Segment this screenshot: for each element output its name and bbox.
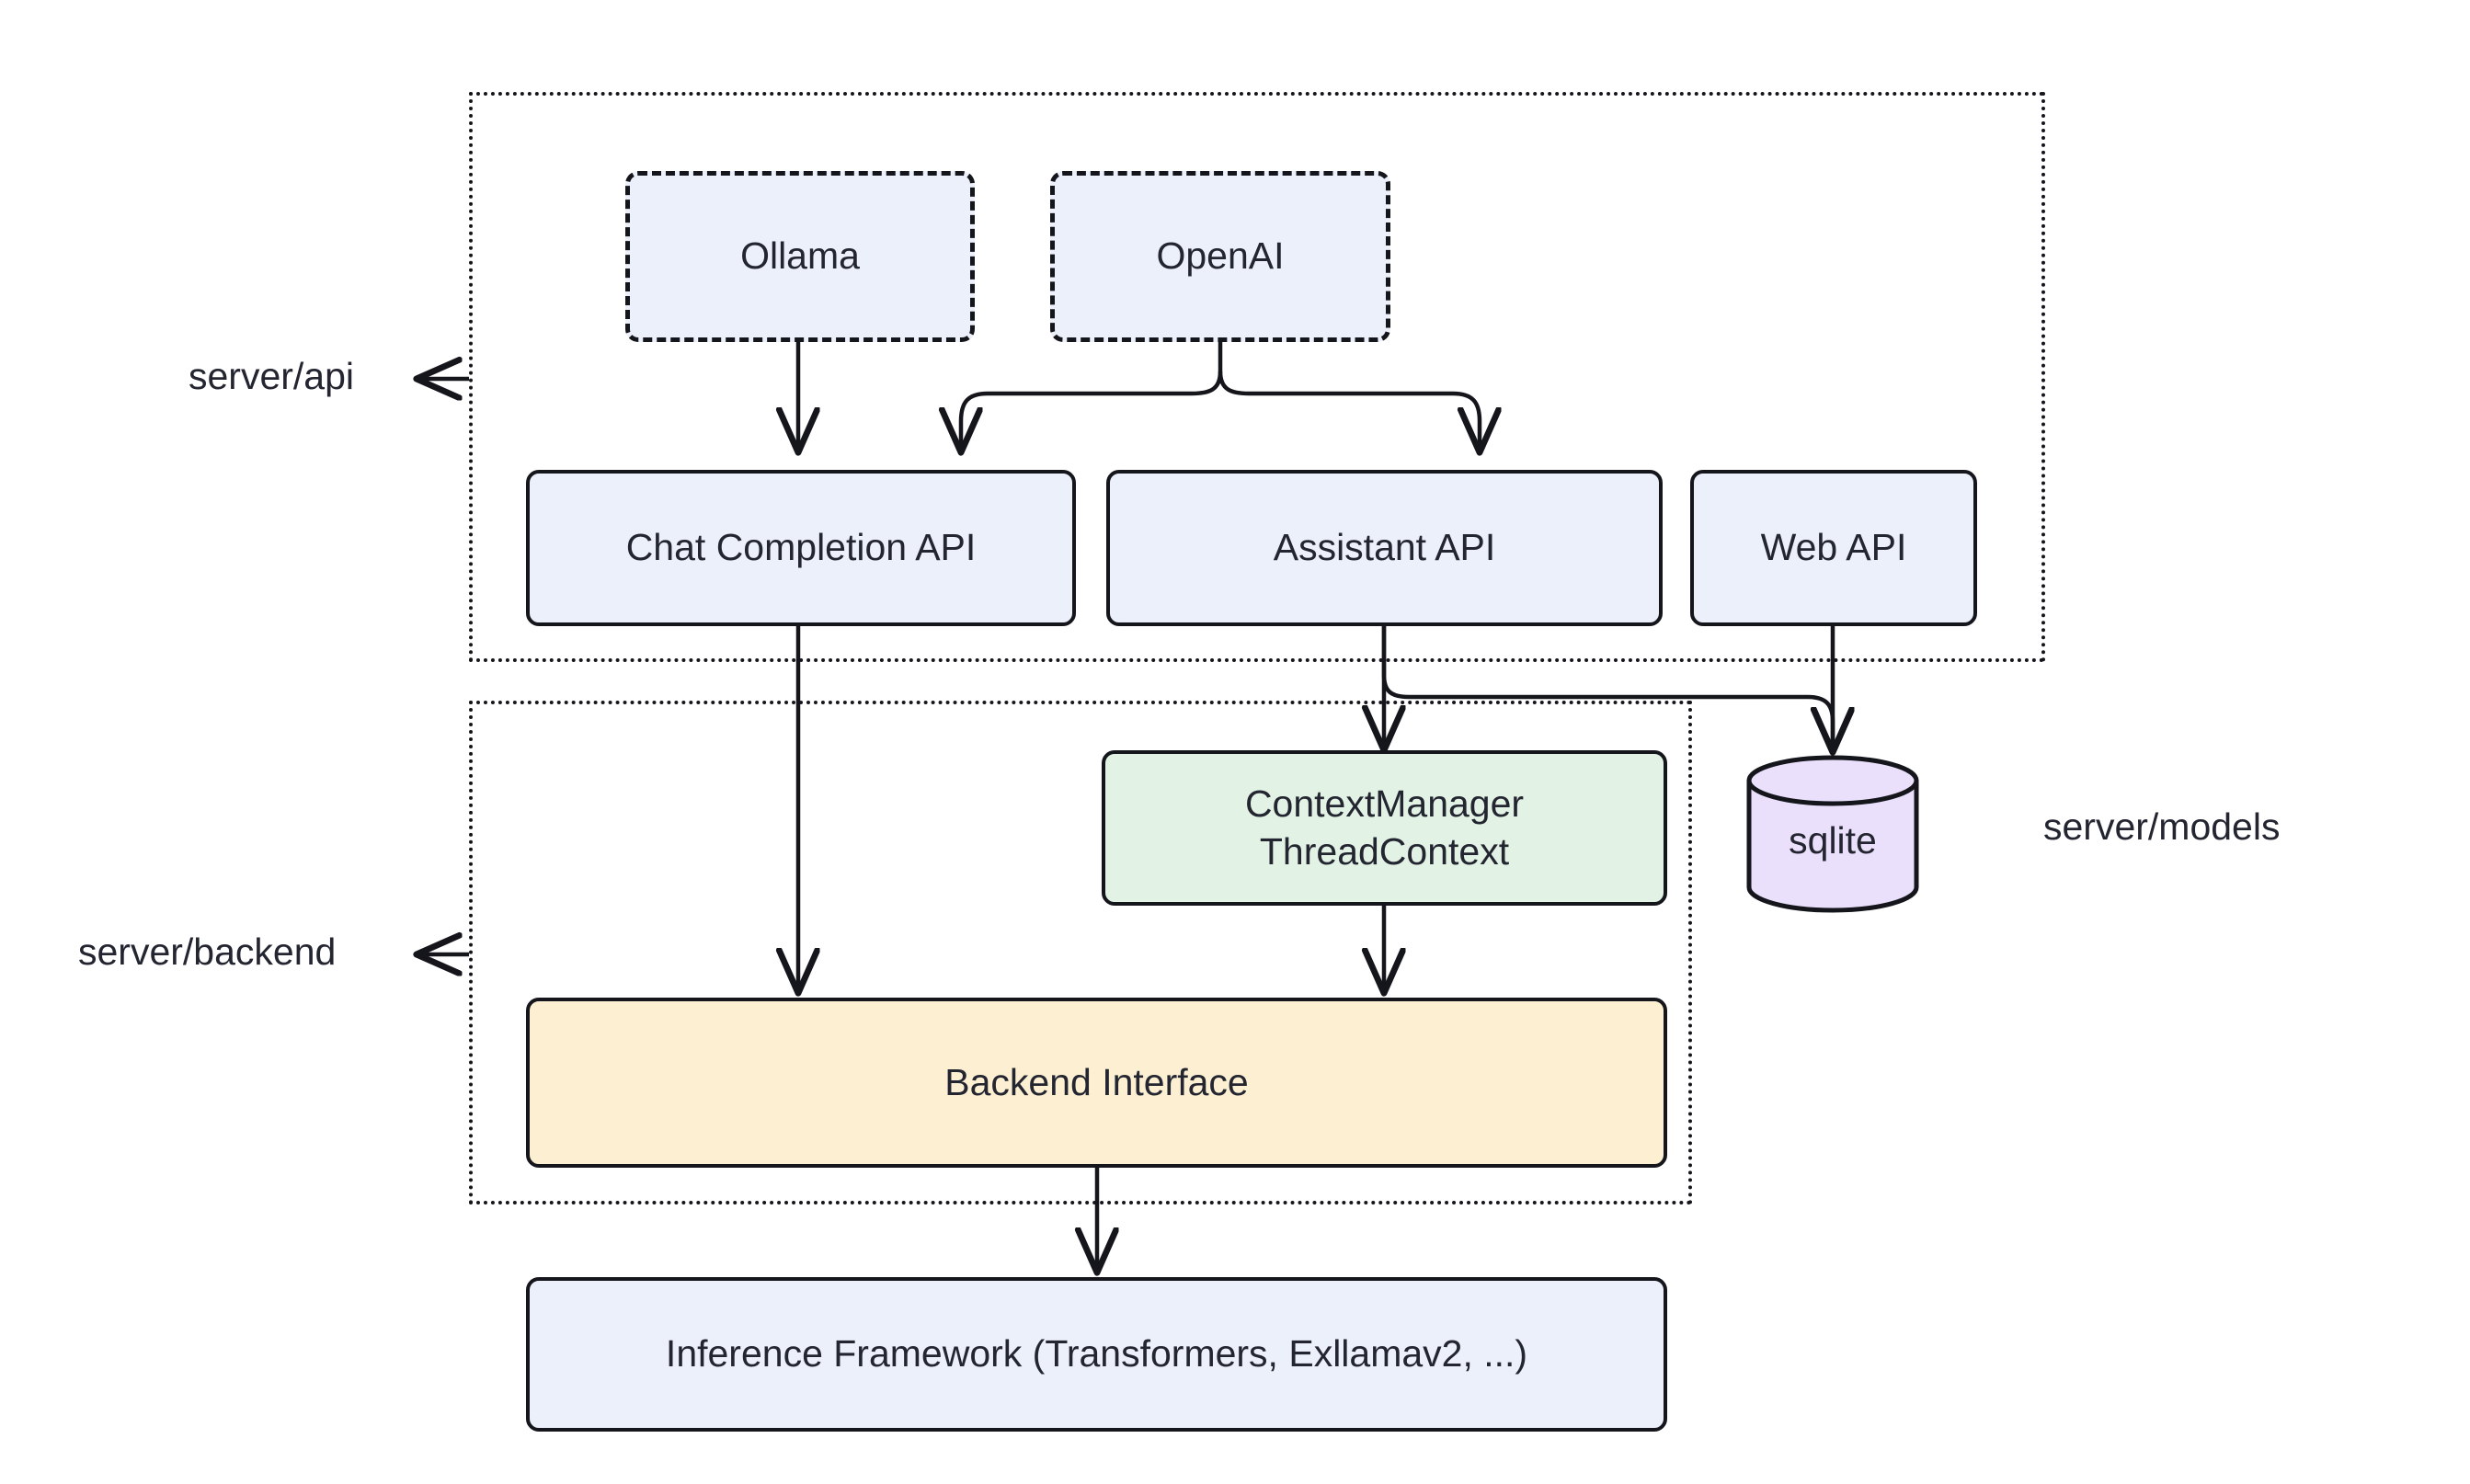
node-ollama-label: Ollama [740, 234, 860, 278]
node-chat-completion-api[interactable]: Chat Completion API [526, 470, 1076, 626]
node-inference-framework[interactable]: Inference Framework (Transformers, Exlla… [526, 1277, 1667, 1432]
node-context-manager[interactable]: ContextManager ThreadContext [1102, 750, 1667, 906]
node-inference-framework-label: Inference Framework (Transformers, Exlla… [665, 1332, 1528, 1376]
node-web-api-label: Web API [1760, 526, 1907, 569]
node-backend-interface[interactable]: Backend Interface [526, 998, 1667, 1168]
node-sqlite[interactable]: sqlite [1745, 755, 1920, 913]
node-sqlite-label: sqlite [1789, 818, 1877, 862]
node-chat-completion-api-label: Chat Completion API [625, 526, 977, 569]
node-assistant-api-label: Assistant API [1273, 526, 1496, 569]
label-server-api: server/api [189, 355, 355, 397]
node-backend-interface-label: Backend Interface [944, 1060, 1249, 1103]
node-openai-label: OpenAI [1156, 234, 1285, 278]
node-context-manager-label-line2: ThreadContext [1259, 829, 1510, 873]
group-server-api [469, 92, 2045, 662]
node-openai[interactable]: OpenAI [1050, 171, 1390, 342]
group-server-backend [469, 701, 1692, 1204]
label-server-backend: server/backend [78, 930, 337, 973]
label-server-models: server/models [2043, 805, 2281, 848]
node-context-manager-label-line1: ContextManager [1244, 782, 1525, 825]
node-assistant-api[interactable]: Assistant API [1106, 470, 1663, 626]
node-web-api[interactable]: Web API [1690, 470, 1977, 626]
sqlite-cylinder-shape [1746, 755, 1919, 913]
node-ollama[interactable]: Ollama [625, 171, 975, 342]
